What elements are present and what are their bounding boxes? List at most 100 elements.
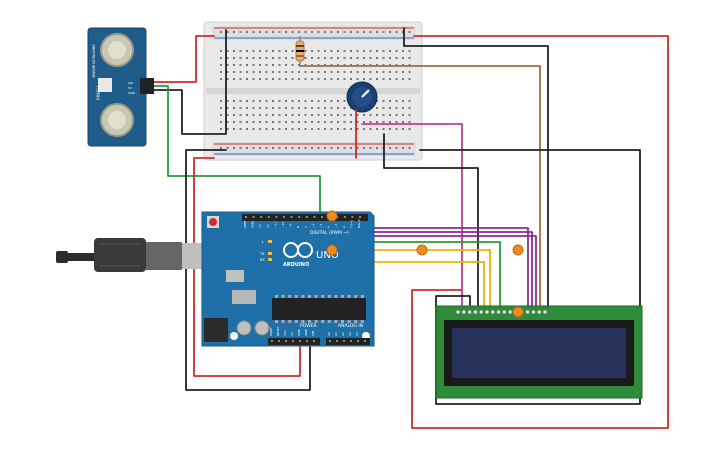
power-pin-label: IOREF (269, 327, 273, 336)
bb-hole (226, 128, 229, 130)
digital-pin-label: ~10 (281, 222, 285, 228)
bb-hole (402, 57, 404, 59)
bb-hole (311, 114, 313, 116)
bb-hole (304, 71, 307, 73)
arduino-model: UNO (316, 250, 339, 261)
bb-hole (272, 64, 274, 66)
bb-hole (259, 31, 261, 33)
header-pin (343, 216, 346, 218)
chip-pin (314, 295, 318, 298)
bb-hole (395, 107, 398, 109)
chip-pins (275, 295, 364, 323)
bb-hole (220, 78, 222, 80)
bb-hole (402, 71, 404, 73)
bb-hole (285, 121, 287, 123)
digital-pin-label: 4 (327, 226, 331, 228)
bb-hole (220, 147, 222, 149)
chip-pin (301, 295, 305, 298)
bb-hole (304, 50, 307, 52)
lcd-pin (479, 309, 484, 315)
bb-hole (408, 121, 411, 123)
digital-label: DIGITAL (PWM ~) (310, 230, 349, 236)
bb-hole (311, 50, 313, 52)
lcd-display (435, 305, 643, 399)
chip-pin (341, 295, 344, 298)
breadboard-holes (220, 31, 411, 149)
bb-hole (382, 128, 385, 130)
chip-pin (327, 295, 331, 298)
bb-hole (324, 50, 326, 52)
lcd-pin (508, 309, 513, 315)
bb-hole (220, 71, 222, 73)
bb-hole (226, 107, 229, 109)
bb-hole (395, 114, 398, 116)
bb-hole (356, 114, 359, 116)
bb-hole (337, 78, 339, 80)
bb-hole (252, 71, 255, 73)
bb-hole (272, 57, 274, 59)
bb-hole (226, 71, 229, 73)
bb-hole (363, 78, 365, 80)
bb-hole (252, 128, 255, 130)
bb-hole (363, 64, 365, 66)
bb-hole (337, 114, 339, 116)
bb-hole (369, 71, 372, 73)
chip-pin (301, 320, 305, 323)
wire-rail-black-right (403, 27, 549, 313)
bb-hole (369, 57, 372, 59)
bb-hole (311, 64, 313, 66)
bb-hole (337, 107, 339, 109)
bb-hole (239, 50, 242, 52)
bb-hole (220, 114, 222, 116)
bb-hole (291, 114, 294, 116)
bb-hole (376, 78, 378, 80)
bb-hole (311, 128, 313, 130)
bb-hole (239, 121, 242, 123)
bb-hole (265, 57, 268, 59)
bb-hole (356, 57, 359, 59)
bb-hole (246, 114, 248, 116)
bb-hole (285, 128, 287, 130)
header-pin (313, 340, 315, 342)
chip-pin (360, 295, 364, 298)
bb-hole (291, 107, 294, 109)
bb-hole (382, 71, 385, 73)
bb-hole (252, 57, 255, 59)
analog-pin-label: A1 (334, 332, 338, 336)
bb-hole (285, 64, 287, 66)
bb-hole (402, 78, 404, 80)
bb-hole (363, 31, 365, 33)
bb-hole (220, 121, 222, 123)
bb-hole (259, 57, 261, 59)
bb-hole (272, 114, 274, 116)
bb-hole (298, 78, 300, 80)
bb-hole (317, 50, 320, 52)
bb-hole (337, 128, 339, 130)
bb-hole (350, 57, 352, 59)
power-pin-label: GND (297, 328, 301, 336)
bb-hole (369, 147, 372, 149)
bb-hole (272, 71, 274, 73)
header-pin (283, 216, 285, 218)
bb-hole (278, 121, 281, 123)
bb-hole (265, 107, 268, 109)
bb-hole (220, 100, 222, 102)
bb-hole (389, 128, 391, 130)
bb-hole (226, 50, 229, 52)
bb-hole (304, 57, 307, 59)
wire-arduino-5v (193, 157, 301, 377)
bb-hole (350, 78, 352, 80)
bb-hole (408, 107, 411, 109)
header-pin (275, 216, 278, 218)
header-pin (351, 216, 354, 218)
bb-hole (382, 31, 385, 33)
bb-hole (356, 71, 359, 73)
digital-pin-label: 12 (266, 224, 270, 228)
bb-hole (246, 57, 248, 59)
lcd-pin (473, 309, 478, 315)
bb-hole (291, 78, 294, 80)
bb-hole (376, 50, 378, 52)
bb-hole (337, 57, 339, 59)
ultrasonic-sensor: PING)) SENSOR ULTRASONIC SIG 5V GND (87, 27, 154, 147)
analog-pin-label: A0 (327, 332, 331, 336)
